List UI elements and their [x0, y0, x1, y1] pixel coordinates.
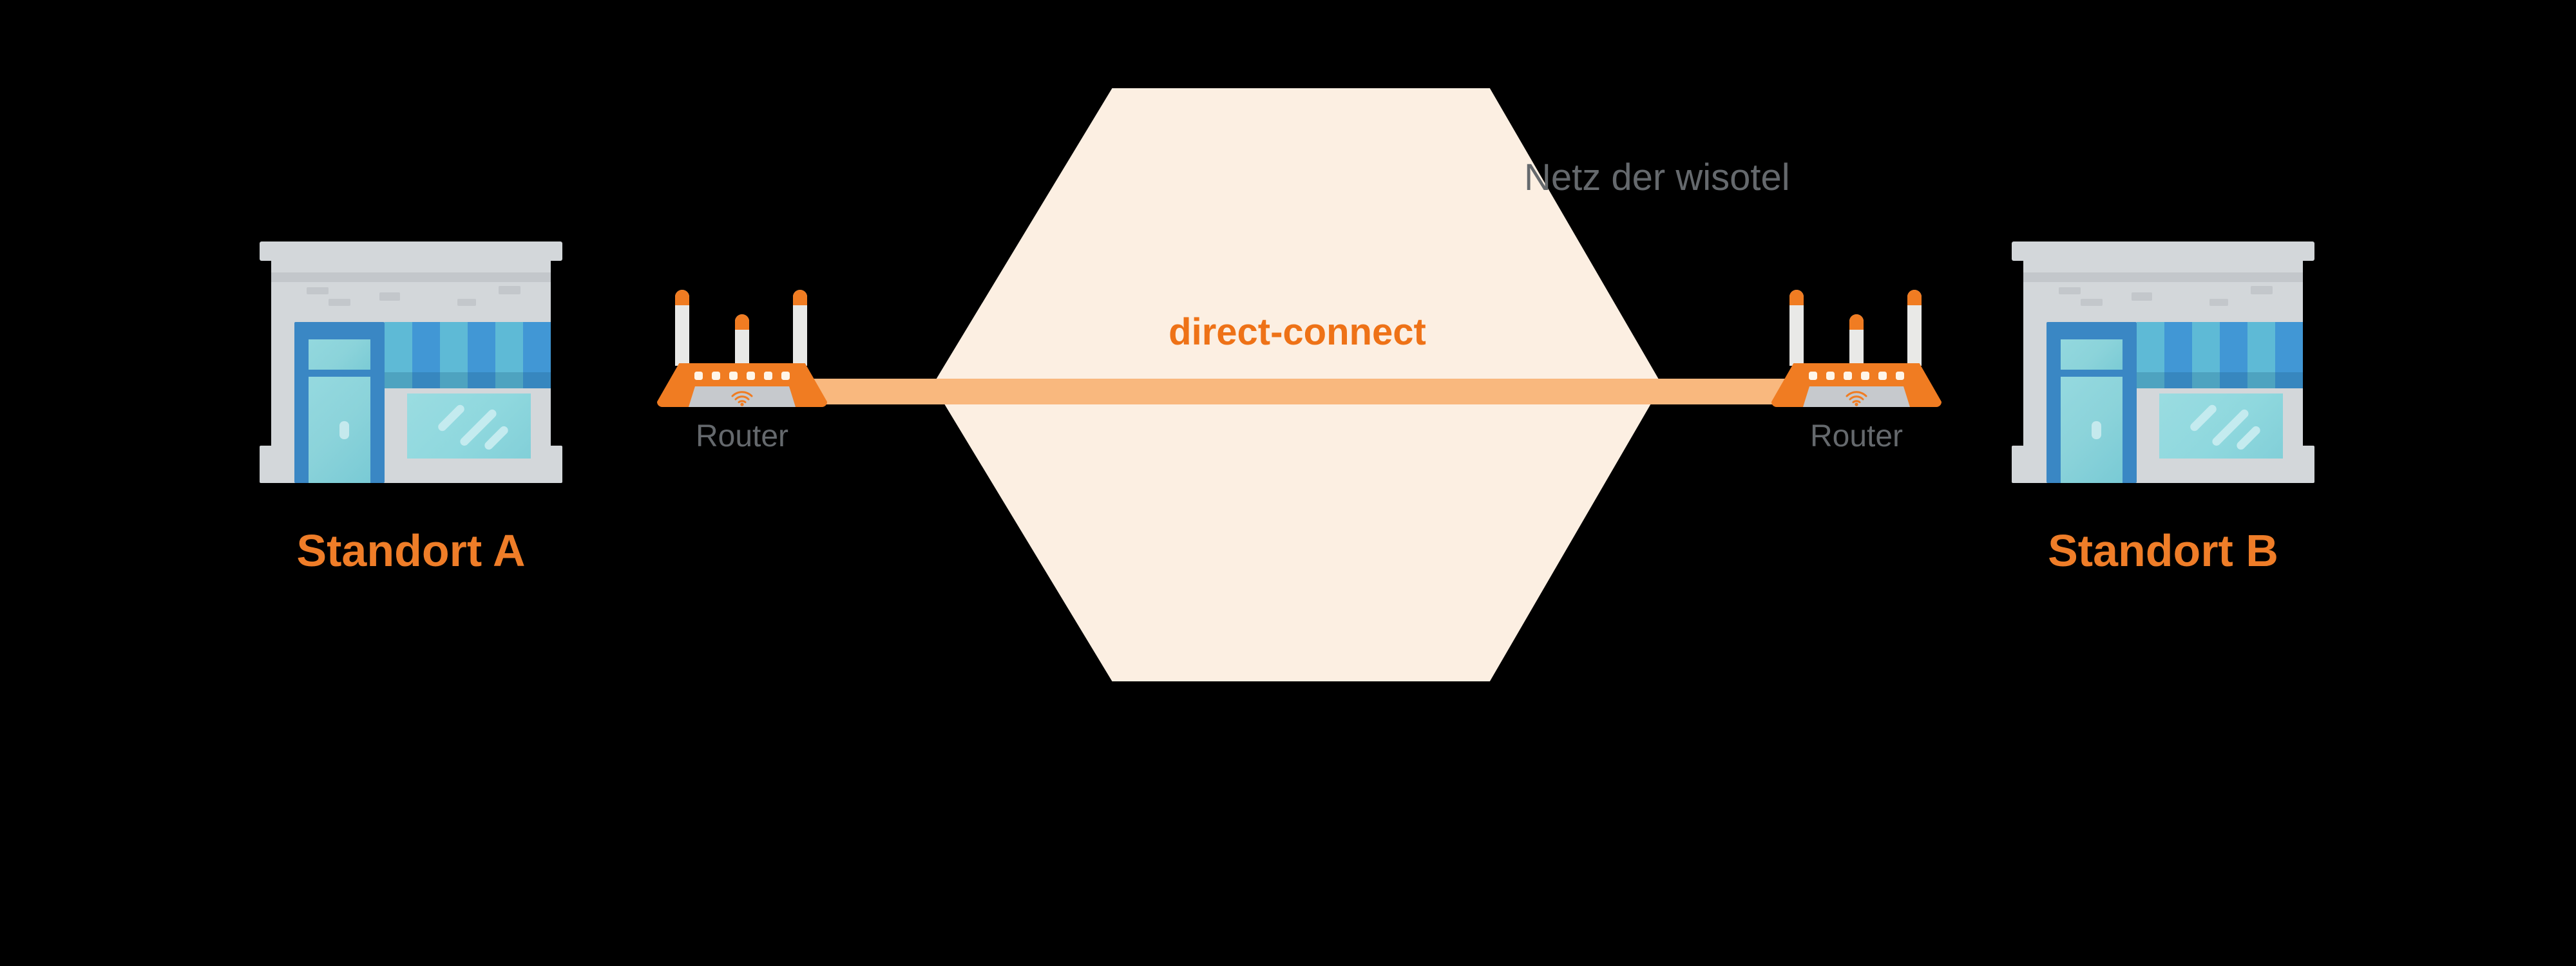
building-brick — [2209, 299, 2228, 306]
building-roof-strip — [2023, 272, 2303, 282]
building-brick — [2059, 287, 2081, 294]
led-indicator — [1826, 372, 1835, 380]
door-handle — [339, 421, 349, 439]
network-label: Netz der wisotel — [1524, 156, 1790, 198]
door-handle — [2092, 421, 2101, 439]
wifi-icon — [731, 391, 753, 406]
router-body — [1771, 363, 1942, 407]
router-b-icon: Router — [1771, 290, 1942, 457]
window-reflection — [2188, 403, 2218, 433]
antenna-tip — [1907, 290, 1922, 305]
router-antenna — [793, 290, 807, 366]
awning — [385, 322, 551, 388]
led-indicator — [781, 372, 790, 380]
building-cornice — [260, 242, 562, 261]
building-brick — [379, 292, 400, 301]
awning-shade — [385, 372, 551, 388]
awning-shade — [2137, 372, 2303, 388]
site-b-label: Standort B — [2048, 526, 2278, 576]
shop-window — [2159, 393, 2283, 459]
door — [2046, 322, 2137, 483]
building-brick — [307, 287, 329, 294]
antenna-tip — [793, 290, 807, 305]
window-reflection — [2235, 424, 2262, 451]
shop-window — [407, 393, 531, 459]
building-brick — [2081, 299, 2103, 306]
building-brick — [457, 299, 476, 306]
building-roof-strip — [271, 272, 551, 282]
led-indicator — [694, 372, 703, 380]
led-indicator — [1896, 372, 1904, 380]
wifi-icon — [1846, 391, 1867, 406]
led-indicator — [1878, 372, 1887, 380]
router-leds — [657, 372, 827, 380]
site-b: Standort B — [2012, 242, 2314, 576]
connection-line — [802, 379, 1797, 404]
router-panel — [1803, 386, 1910, 407]
building-brick — [329, 299, 350, 306]
storefront-icon — [260, 242, 562, 483]
site-a-label: Standort A — [296, 526, 526, 576]
window-reflection — [436, 403, 466, 433]
door-transom-glass — [309, 339, 370, 370]
router-body — [657, 363, 827, 407]
led-indicator — [712, 372, 720, 380]
router-b-label: Router — [1809, 419, 1903, 453]
led-indicator — [764, 372, 772, 380]
antenna-tip — [735, 314, 749, 330]
awning — [2137, 322, 2303, 388]
door-transom-glass — [2061, 339, 2123, 370]
door — [294, 322, 385, 483]
led-indicator — [747, 372, 755, 380]
led-indicator — [1844, 372, 1852, 380]
antenna-tip — [675, 290, 689, 305]
antenna-tip — [1849, 314, 1864, 330]
building-brick — [499, 286, 520, 294]
led-indicator — [1809, 372, 1817, 380]
storefront-icon — [2012, 242, 2314, 483]
led-indicator — [1861, 372, 1869, 380]
connection-label: direct-connect — [1169, 311, 1426, 353]
router-antenna — [1789, 290, 1804, 366]
site-a: Standort A — [260, 242, 562, 576]
router-antenna — [1849, 314, 1864, 366]
led-indicator — [729, 372, 738, 380]
router-leds — [1771, 372, 1942, 380]
router-a-icon: Router — [657, 290, 827, 457]
antenna-tip — [1789, 290, 1804, 305]
router-antenna — [735, 314, 749, 366]
router-antenna — [1907, 290, 1922, 366]
building-brick — [2251, 286, 2273, 294]
router-panel — [689, 386, 796, 407]
window-reflection — [482, 424, 510, 451]
router-a-label: Router — [695, 419, 789, 453]
building-cornice — [2012, 242, 2314, 261]
router-antenna — [675, 290, 689, 366]
building-brick — [2132, 292, 2152, 301]
